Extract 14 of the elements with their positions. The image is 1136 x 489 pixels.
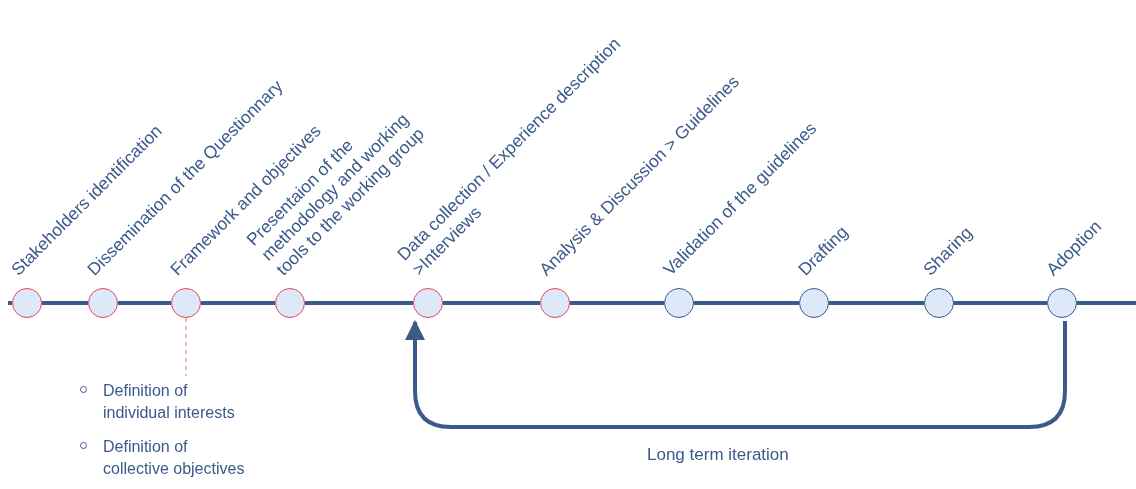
- bullet-text: Definition of individual interests: [103, 381, 236, 423]
- edge-label: Long term iteration: [647, 445, 789, 465]
- leader-line: [185, 317, 187, 377]
- timeline-line: [570, 301, 664, 305]
- timeline-line: [118, 301, 171, 305]
- timeline-line: [42, 301, 88, 305]
- timeline-line: [305, 301, 413, 305]
- bullet-text: Definition of collective objectives: [103, 437, 246, 479]
- timeline-line: [694, 301, 799, 305]
- timeline-line: [954, 301, 1047, 305]
- timeline-line: [201, 301, 275, 305]
- timeline-line: [443, 301, 540, 305]
- timeline-line: [829, 301, 924, 305]
- loop-arrow: [405, 320, 1067, 429]
